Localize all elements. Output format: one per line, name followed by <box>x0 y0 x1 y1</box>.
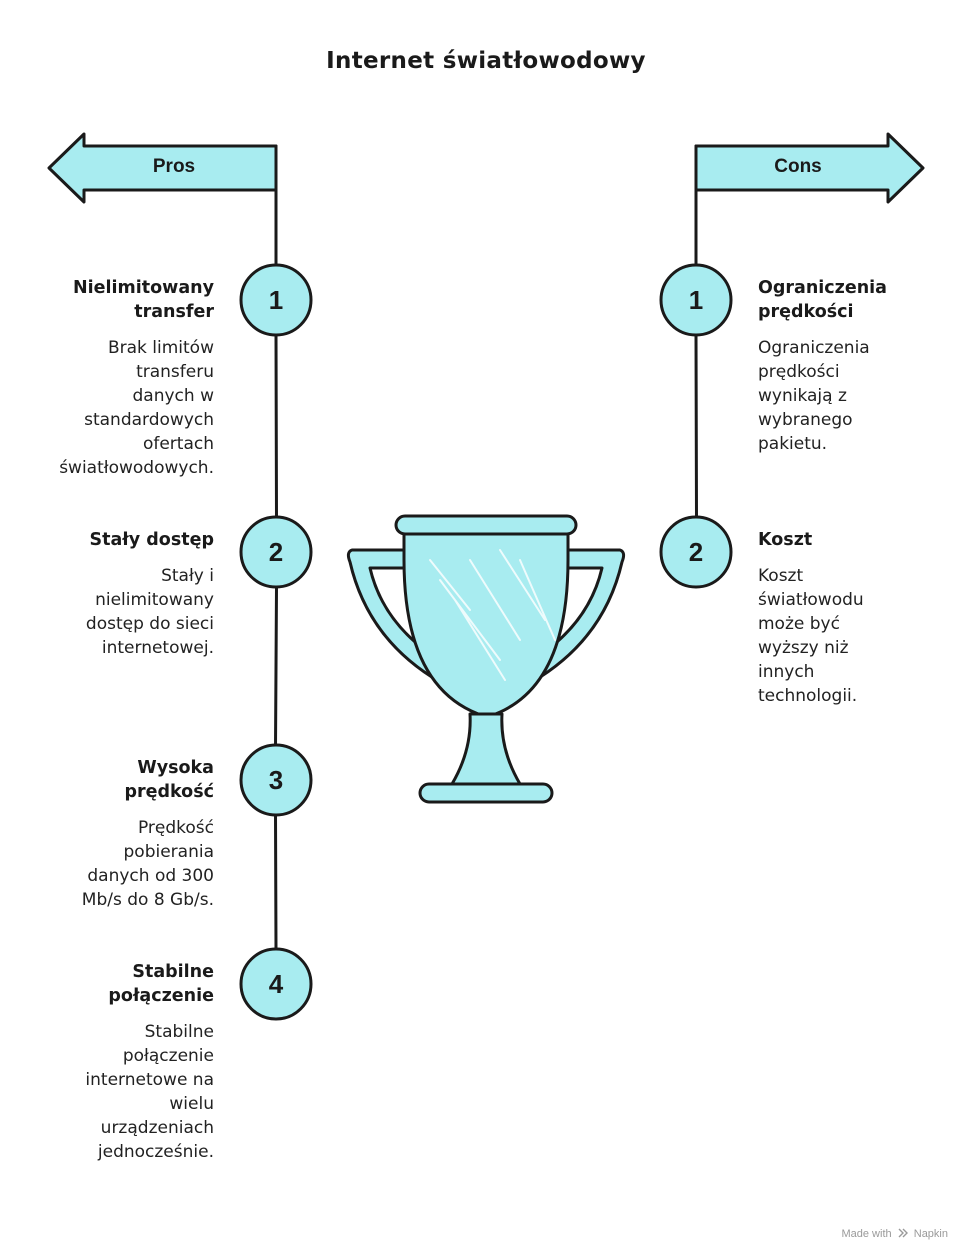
pros-item-title: Nielimitowany transfer <box>73 278 214 322</box>
footer-credit: Made with Napkin <box>841 1228 948 1240</box>
pros-item-title: Stabilne połączenie <box>108 962 214 1006</box>
pros-step-number: 1 <box>268 285 284 315</box>
cons-item-description: Koszt światłowodu może być wyższy niż in… <box>758 566 864 706</box>
pros-item-description: Stabilne połączenie internetowe na wielu… <box>85 1022 214 1162</box>
pros-item-description: Brak limitów transferu danych w standard… <box>59 338 214 478</box>
pros-step-number: 3 <box>268 765 284 795</box>
pros-step-circle-4 <box>239 947 313 1021</box>
trophy-icon <box>346 514 626 804</box>
cons-item-title: Koszt <box>758 530 813 550</box>
pros-item-description: Prędkość pobierania danych od 300 Mb/s d… <box>81 818 214 910</box>
page-title: Internet światłowodowy <box>326 48 646 74</box>
pros-step-circle-3 <box>239 743 313 817</box>
cons-step-circle-2 <box>659 515 733 589</box>
cons-step-number: 1 <box>688 285 704 315</box>
pros-label: Pros <box>152 156 196 177</box>
cons-item-description: Ograniczenia prędkości wynikają z wybran… <box>758 338 870 454</box>
footer-brand: Napkin <box>913 1228 948 1240</box>
cons-item-title: Ograniczenia prędkości <box>758 278 887 322</box>
cons-step-number: 2 <box>688 537 704 567</box>
pros-step-circle-1 <box>239 263 313 337</box>
cons-step-circle-1 <box>659 263 733 337</box>
pros-step-circle-2 <box>239 515 313 589</box>
pros-arrow-shape <box>47 132 278 204</box>
pros-timeline-line <box>274 144 278 952</box>
napkin-logo-icon <box>898 1228 908 1238</box>
pros-step-number: 2 <box>268 537 284 567</box>
pros-item-description: Stały i nielimitowany dostęp do sieci in… <box>85 566 214 658</box>
cons-arrow-shape <box>694 132 925 204</box>
footer-made-with: Made with <box>841 1228 892 1240</box>
pros-item-title: Wysoka prędkość <box>124 758 214 802</box>
pros-step-number: 4 <box>268 969 284 999</box>
cons-label: Cons <box>774 156 822 177</box>
pros-item-title: Stały dostęp <box>89 530 215 550</box>
